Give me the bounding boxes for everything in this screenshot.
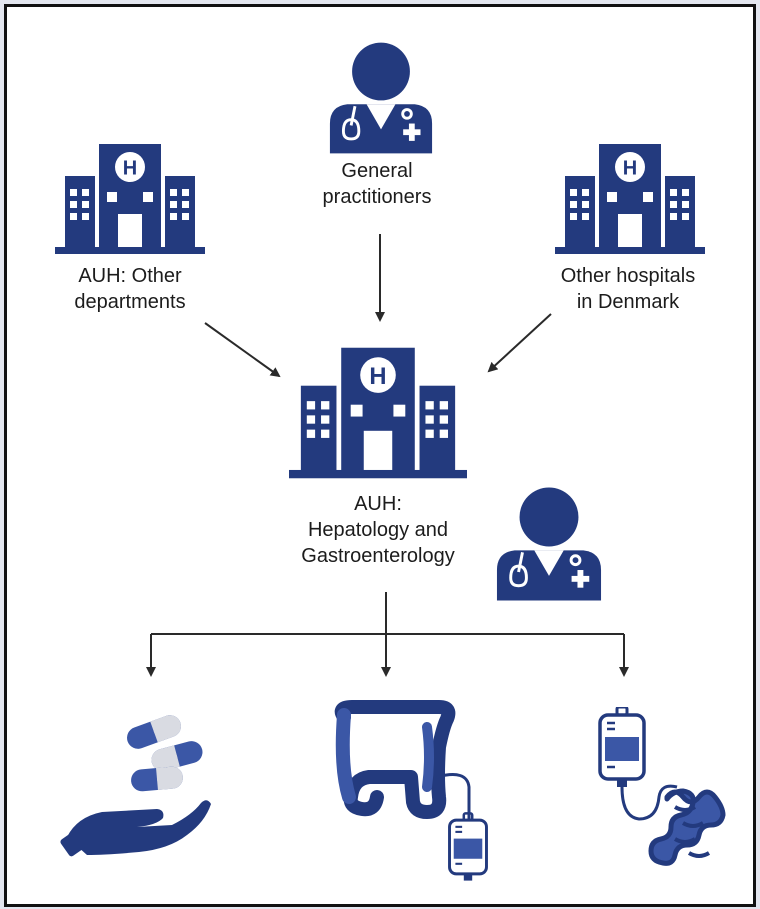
auh-hepatology-label: AUH: Hepatology and Gastroenterology [278, 491, 478, 569]
hospital-icon [289, 347, 467, 479]
doctor-icon [328, 41, 434, 155]
gp-label-line1: General [341, 160, 413, 182]
general-practitioners-label: General practitioners [297, 158, 457, 210]
hospital-icon [555, 144, 705, 254]
doctor-icon [495, 485, 603, 603]
colon-iv-icon [334, 700, 489, 883]
treatment-branch [146, 592, 629, 677]
other-hospitals-line2: in Denmark [576, 291, 680, 313]
auh-hepatology-line1: AUH: [354, 493, 402, 515]
arrow-departments-to-auh [204, 322, 281, 378]
other-hospitals-line1: Other hospitals [560, 265, 696, 287]
arrow-hospitals-to-auh [487, 313, 552, 373]
pills-hand-icon [60, 715, 211, 857]
diagram-canvas: H [55, 41, 726, 883]
auh-other-line2: departments [74, 291, 186, 313]
other-hospitals-label: Other hospitals in Denmark [538, 263, 718, 315]
auh-other-line1: AUH: Other [78, 265, 182, 287]
diagram-card: H [4, 4, 756, 907]
auh-other-departments-label: AUH: Other departments [45, 263, 215, 315]
auh-hepatology-line3: Gastroenterology [301, 545, 455, 567]
intestine-iv-icon [598, 707, 726, 866]
gp-label-line2: practitioners [322, 186, 432, 208]
auh-hepatology-line2: Hepatology and [307, 519, 449, 541]
hospital-icon [55, 144, 205, 254]
